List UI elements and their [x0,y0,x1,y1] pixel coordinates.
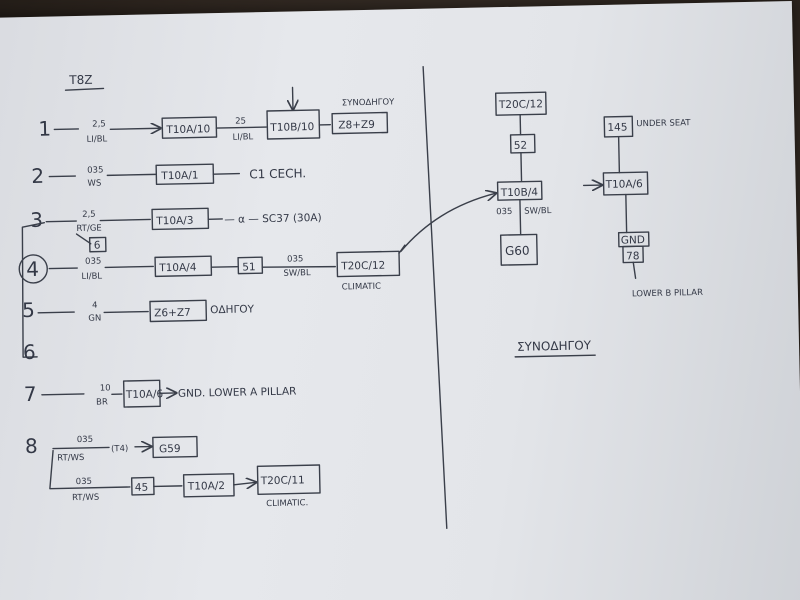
terminal-tag: (T4) [111,444,128,454]
row-5: 5 4 GN Z6+Z7 ΟΔΗΓΟΥ [22,298,255,324]
connector-label: T10B/10 [269,121,314,134]
row-3: 3 2,5 RT/GE 6 T10A/3 — α — SC37 (30A) [21,207,322,358]
connector-label: T10B/4 [500,186,539,199]
connector-label: 78 [626,250,640,262]
row-number: 1 [38,117,51,141]
connector-label: T10A/6 [605,178,644,191]
wire-color: WS [87,178,101,188]
connector-box [151,207,210,231]
connector-label: T10A/3 [155,215,193,228]
wire-gauge: 035 [77,435,93,445]
wire-gauge: 035 [287,254,303,264]
row-number: 4 [26,257,39,281]
row-number: 3 [30,208,43,232]
section-heading: ΣΥΝΟΔΗΓΟΥ [517,338,592,354]
connector-box [494,91,547,116]
connector-label: 51 [242,261,256,273]
divider-line [422,66,448,530]
wire-gauge: 2,5 [82,210,96,220]
connector-box [509,133,536,154]
row-number: 8 [25,434,38,458]
connector-label: 6 [94,240,101,252]
right-column-2: 145 UNDER SEAT T10A/6 GND 78 LOWER B PIL… [582,115,703,299]
heading-underline [514,354,596,358]
connector-label: T10A/10 [165,123,210,136]
connector-label: GND [621,234,645,247]
row-4: 4 035 LI/BL T10A/4 51 035 SW/BL T20C/12 … [18,193,498,293]
connector-label: 52 [514,140,528,152]
connector-label: Z6+Z7 [154,307,191,320]
wire-gauge: 035 [76,477,92,487]
connector-label: T10A/2 [187,480,225,493]
wire-color: LI/BL [86,134,107,144]
connector-box [149,299,208,323]
location-label: CLIMATIC [342,282,382,293]
connector-label: G59 [159,443,181,455]
location-label: CLIMATIC. [266,498,308,509]
row-2: 2 035 WS T10A/1 C1 CECH. [31,163,306,189]
location-label: UNDER SEAT [636,118,691,129]
connector-box [336,250,401,278]
row-number: 2 [31,164,44,188]
destination-label: GND. LOWER A PILLAR [178,385,297,399]
row-number: 7 [24,382,37,406]
wire-color: RT/WS [72,493,99,504]
connector-box [237,256,264,275]
connector-box [331,111,389,135]
row-6: 6 [23,340,36,364]
header-underline [64,87,105,91]
connector-box [499,233,538,266]
connector-label: 45 [135,482,149,494]
destination-label: ΟΔΗΓΟΥ [210,303,255,316]
connector-box [154,255,213,278]
row-number: 5 [22,298,35,322]
row-7: 7 10 BR T10A/6 GND. LOWER A PILLAR [24,379,297,408]
connector-label: Z8+Z9 [338,119,375,132]
wire-color: LI/BL [232,132,253,142]
wire-color: RT/GE [76,223,102,234]
row-1: 1 2,5 LI/BL T10A/10 25 LI/BL T10B/10 ΣΥΝ… [38,86,395,145]
wire-color: GN [88,314,101,324]
connector-label: T10A/6 [125,388,164,401]
connector-label: T20C/12 [498,98,543,111]
row-8: 8 035 RT/WS (T4) G59 035 RT/WS 45 T10A/2… [25,434,321,509]
right-column-1: T20C/12 52 T10B/4 035 SW/BL G60 [494,91,552,266]
wire-gauge: 2,5 [92,119,106,129]
side-connector-box [88,236,107,253]
destination-label: C1 CECH. [249,166,306,181]
wire-gauge: 035 [496,207,512,217]
connector-label: T20C/12 [340,260,385,273]
wire-color: SW/BL [283,268,311,279]
wire-gauge: 25 [235,116,246,126]
connector-label: T20C/11 [260,474,305,487]
wire-color: BR [96,397,108,407]
location-label: LOWER B PILLAR [632,288,703,299]
wire-color: RT/WS [57,453,84,464]
wire-gauge: 035 [85,257,101,267]
wire-gauge: 035 [87,165,103,175]
connector-label: T10A/1 [160,169,198,182]
wire-gauge: 10 [100,383,111,393]
wire-color: SW/BL [524,206,552,217]
header-title: T8Z [68,73,92,88]
connector-label: G60 [505,244,530,259]
connector-box [256,464,321,495]
wire-gauge: 4 [92,301,98,311]
highlight-circle [18,254,48,284]
connector-label: T10A/4 [158,262,197,275]
connector-box [152,435,198,459]
row-number: 6 [23,340,36,364]
connector-label: 145 [607,121,627,133]
destination-label: — α — SC37 (30A) [224,212,322,226]
connector-box [161,116,218,139]
location-label: ΣΥΝΟΔΗΓΟΥ [342,97,395,108]
wire-color: LI/BL [81,271,102,281]
